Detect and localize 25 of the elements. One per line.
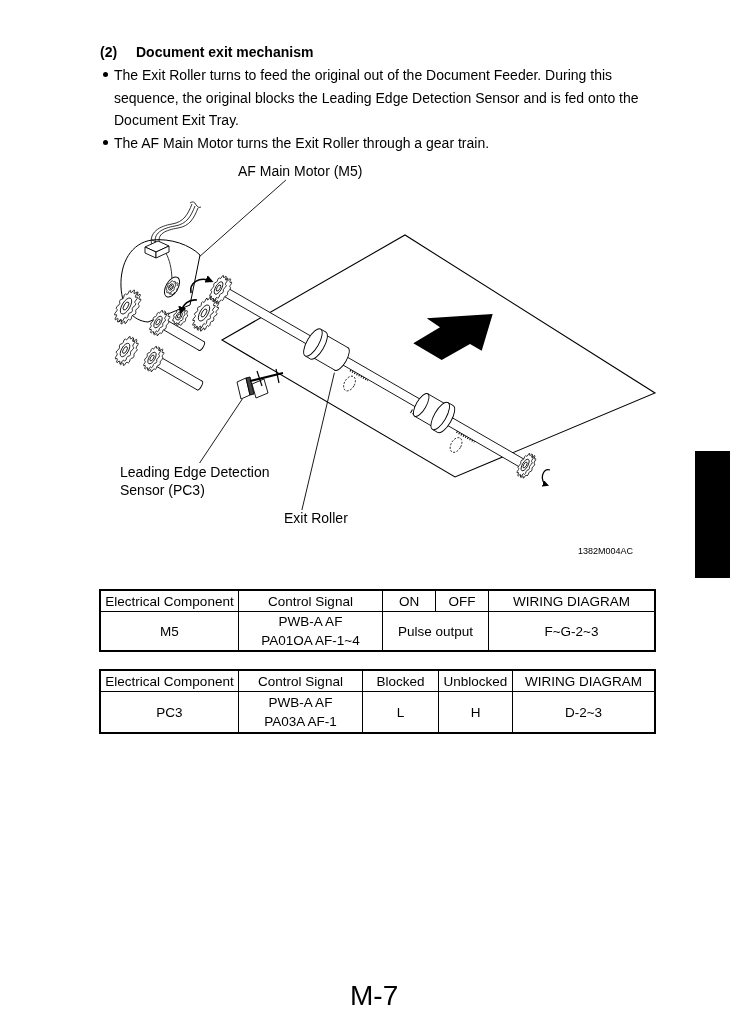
column-header: Unblocked (439, 671, 513, 692)
section-heading: Document exit mechanism (136, 44, 314, 61)
table-cell: PWB-A AF PA03A AF-1 (239, 692, 363, 732)
page-number: M-7 (350, 980, 399, 1012)
bullet-text: The Exit Roller turns to feed the original out of the Document Feeder. During this sequence, the original blocks the Leading Edge Detection Sensor and is fed onto the Document Exit Tray. (114, 66, 640, 130)
table-cell-text: F~G-2~3 (543, 622, 600, 641)
column-header: WIRING DIAGRAM (513, 671, 654, 692)
column-header: WIRING DIAGRAM (489, 591, 654, 612)
table-cell: L (363, 692, 439, 732)
table-cell: H (439, 692, 513, 732)
figure-code: 1382M004AC (578, 546, 634, 557)
column-header: OFF (436, 591, 489, 612)
section-number: (2) (100, 44, 118, 61)
column-header: Electrical Component (101, 671, 239, 692)
column-header: ON (383, 591, 436, 612)
table-cell: M5 (101, 612, 239, 650)
bullet-text: The AF Main Motor turns the Exit Roller through a gear train. (114, 134, 491, 153)
table-cell: PWB-A AF PA01OA AF-1~4 (239, 612, 383, 650)
column-header: Control Signal (239, 591, 383, 612)
table-cell-text: D-2~3 (563, 703, 604, 722)
column-header: Control Signal (239, 671, 363, 692)
column-header: Blocked (363, 671, 439, 692)
table-cell: PC3 (101, 692, 239, 732)
table-cell: Pulse output (383, 612, 489, 650)
column-header: Electrical Component (101, 591, 239, 612)
